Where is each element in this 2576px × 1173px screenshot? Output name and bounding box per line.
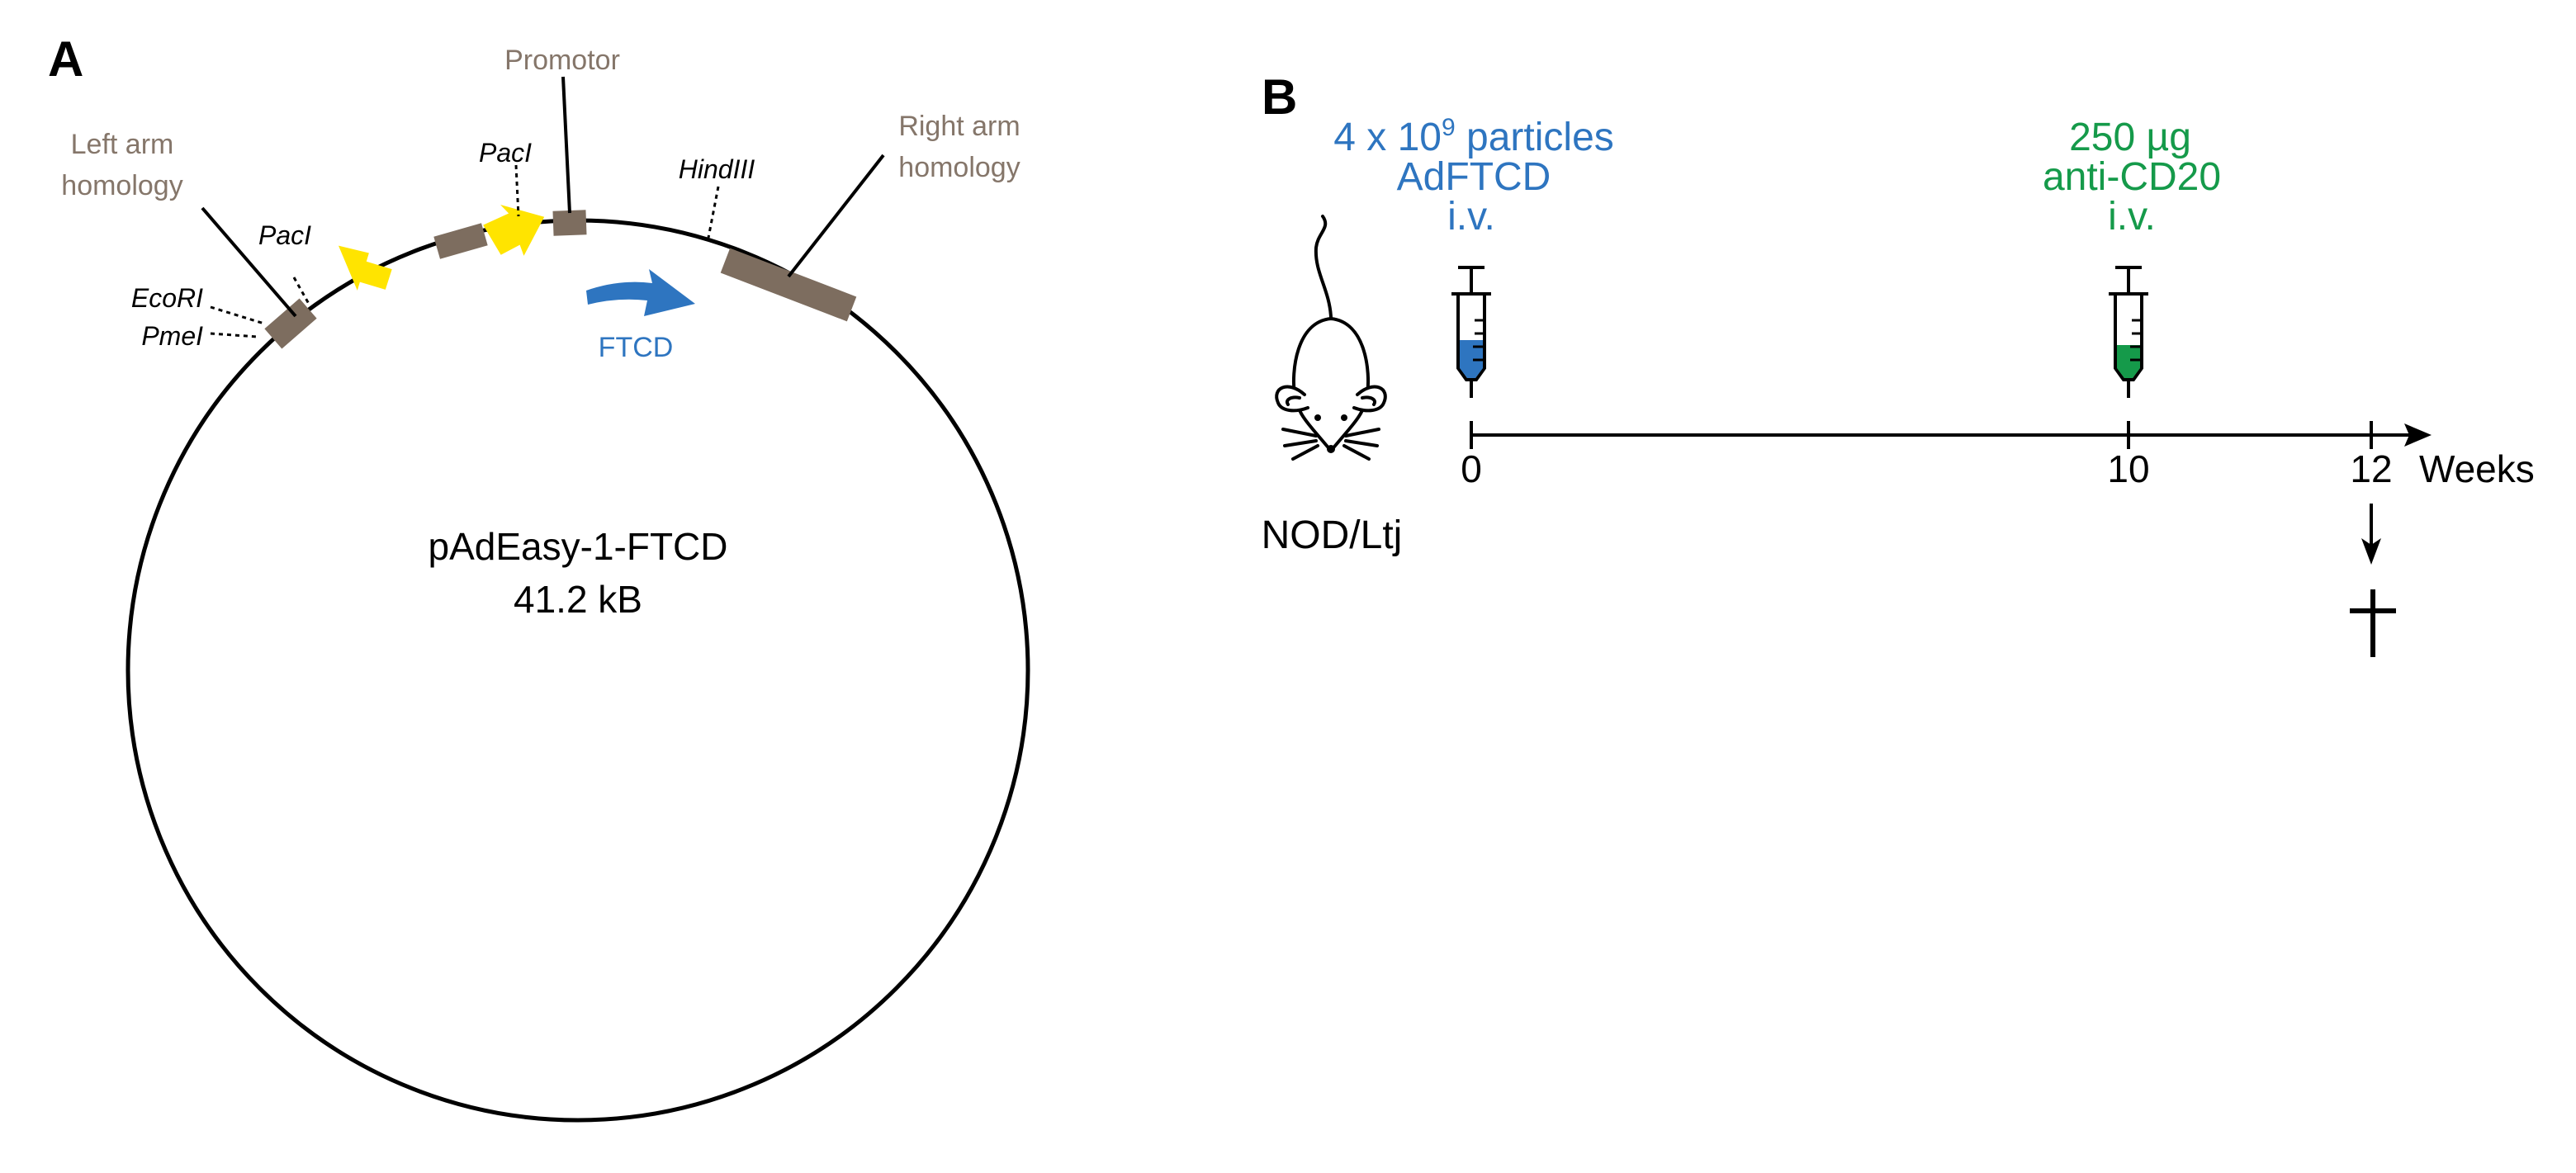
timeline-axis [1470, 421, 2432, 449]
panel-b: B 4 x 109 particles AdFTCD i.v. 250 µg a… [1262, 69, 2535, 657]
left-arm-label-line2: homology [61, 170, 182, 201]
ftcd-label: FTCD [599, 332, 674, 363]
tick-label-12: 12 [2350, 447, 2392, 490]
panel-a-letter: A [48, 31, 83, 87]
endpoint-arrow [2361, 504, 2381, 565]
hindiii-leader [707, 186, 720, 239]
right-arm-leader [787, 154, 885, 278]
paci-left-leader [292, 277, 310, 305]
syringe-icon-green [2109, 266, 2148, 398]
injection1-dose: 4 x 109 particles [1333, 114, 1614, 159]
mouse-icon [1275, 215, 1387, 461]
segment-right-arm [720, 248, 857, 322]
tick-label-10: 10 [2107, 447, 2149, 490]
panel-a: A Left arm homology Promotor Right arm h… [48, 31, 1030, 1123]
pmei-label: PmeI [141, 321, 203, 351]
plasmid-name: pAdEasy-1-FTCD [429, 525, 728, 568]
mouse-eye-left [1314, 414, 1321, 421]
death-cross-icon [2350, 589, 2396, 657]
ecori-leader [210, 305, 265, 325]
syringe-icon-blue [1451, 266, 1491, 398]
right-arm-label-line1: Right arm [898, 111, 1020, 142]
tick-label-0: 0 [1461, 447, 1482, 490]
injection1-route: i.v. [1447, 195, 1495, 239]
segment-ori [433, 223, 488, 259]
injection1-agent: AdFTCD [1397, 155, 1551, 199]
plasmid-circle [125, 218, 1030, 1123]
paci-left-label: PacI [258, 220, 311, 250]
segment-promotor [552, 210, 587, 236]
axis-unit-label: Weeks [2419, 447, 2535, 490]
injection2-route: i.v. [2108, 195, 2156, 239]
injection2-agent: anti-CD20 [2043, 155, 2221, 199]
right-arm-label-line2: homology [898, 152, 1020, 183]
paci-arrow-top-shape [483, 204, 545, 256]
paci-arrow-left-shape [338, 245, 392, 291]
mouse-nose [1327, 445, 1335, 453]
ftcd-arrow-shape [586, 269, 695, 316]
mouse-eye-right [1341, 414, 1347, 421]
plasmid-size: 41.2 kB [514, 578, 642, 621]
segment-left-arm [264, 298, 317, 349]
promotor-leader [561, 76, 571, 214]
paci-top-leader [514, 164, 520, 217]
ecori-label: EcoRI [131, 283, 203, 313]
pmei-leader [210, 332, 258, 338]
panel-b-letter: B [1262, 69, 1297, 125]
strain-label: NOD/Ltj [1262, 513, 1403, 557]
promotor-label: Promotor [504, 45, 620, 76]
left-arm-leader [201, 206, 297, 318]
paci-top-label: PacI [479, 138, 532, 168]
hindiii-label: HindIII [679, 154, 755, 184]
left-arm-label-line1: Left arm [71, 129, 174, 160]
injection2-dose: 250 µg [2069, 116, 2191, 159]
